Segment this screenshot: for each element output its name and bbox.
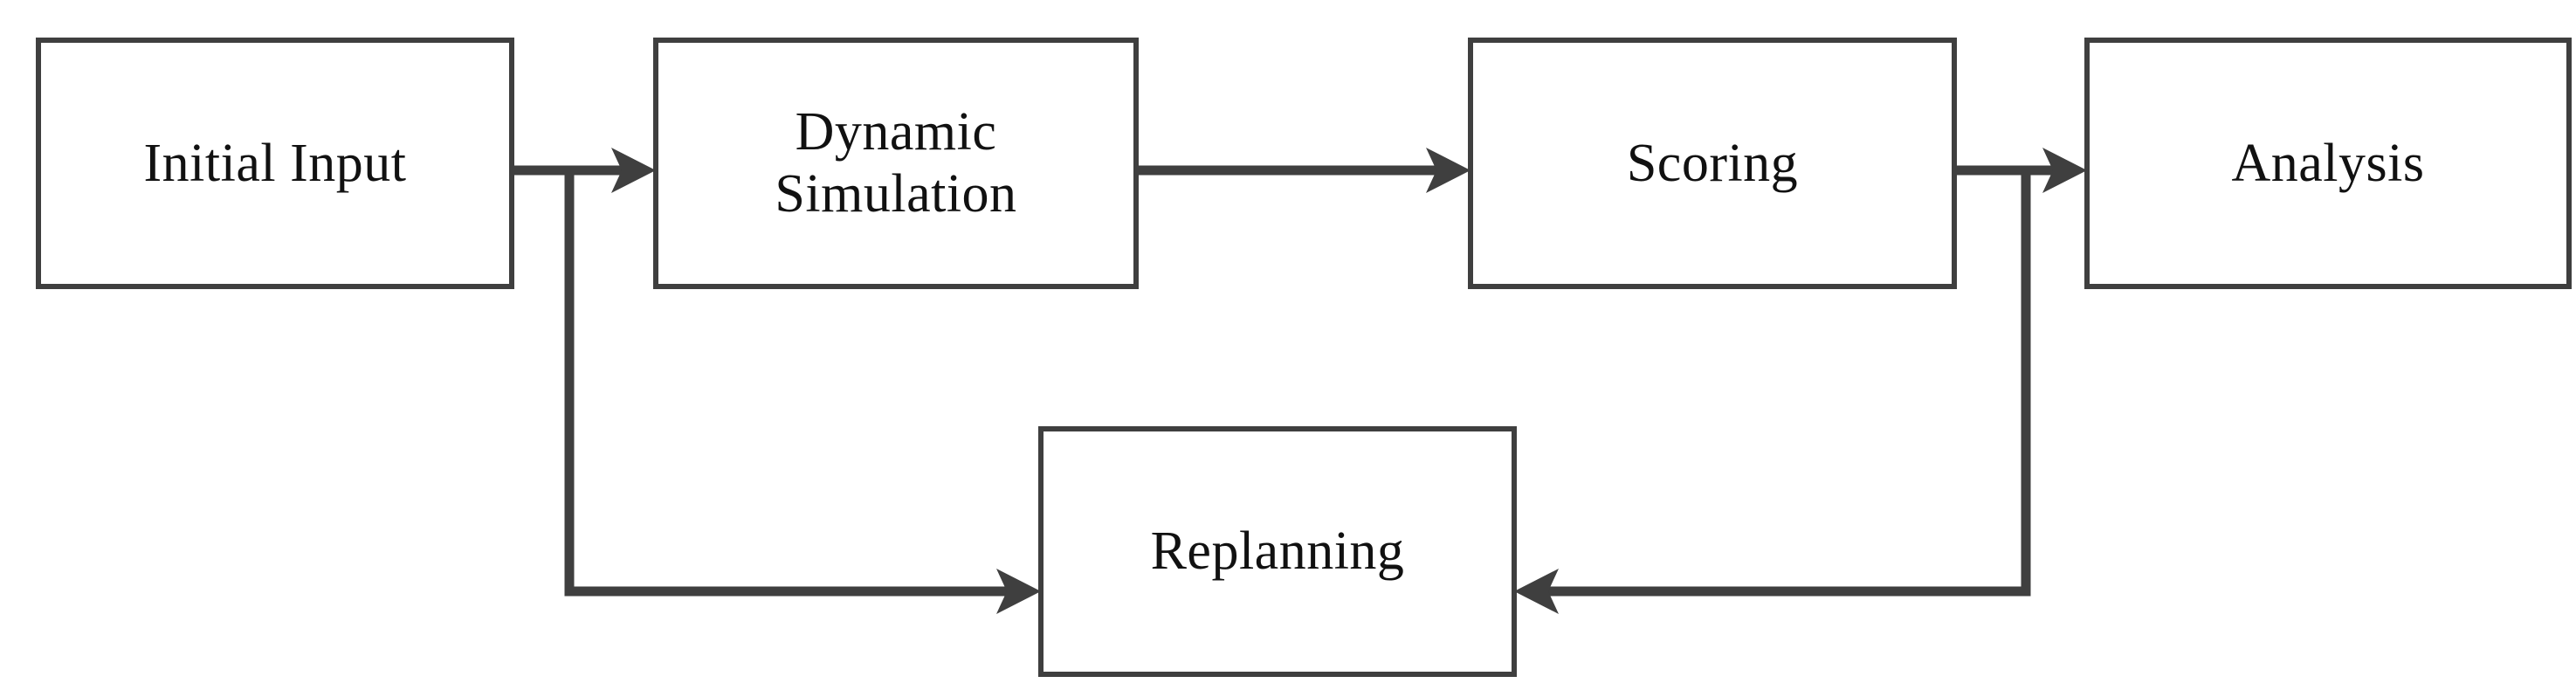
arrowhead-icon-to-analysis [2042,148,2087,193]
node-box-dynamic-simulation[interactable] [653,38,1139,289]
node-box-analysis[interactable] [2084,38,2572,289]
edge-initial-input-to-replanning [564,170,1028,597]
node-box-scoring[interactable] [1468,38,1957,289]
arrowhead-icon-to-dynamic-simulation [611,148,656,193]
edge-scoring-to-replanning [1527,170,2031,597]
node-box-initial-input[interactable] [36,38,514,289]
arrowhead-icon-to-scoring [1426,148,1471,193]
node-box-replanning[interactable] [1038,426,1517,677]
arrowhead-icon-replanning-left [996,569,1041,614]
arrowhead-icon-replanning-right [1514,569,1559,614]
